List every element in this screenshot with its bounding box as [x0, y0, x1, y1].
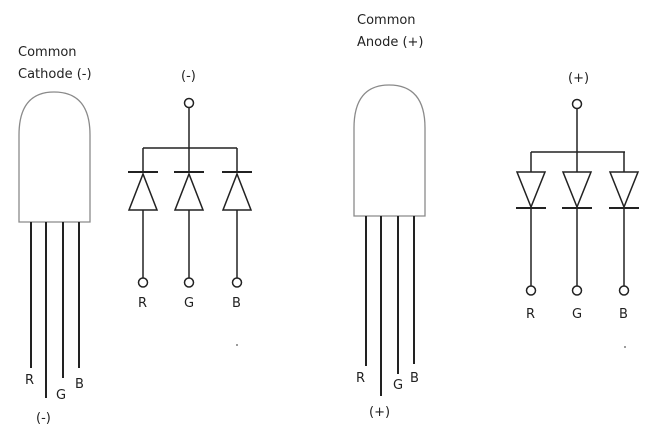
anode-pin-label-b: B	[410, 371, 419, 386]
anode-symbol-label-b: B	[619, 307, 628, 322]
anode-pin-label-common: (+)	[369, 405, 390, 420]
common-cathode-section: Common Cathode (-) R G B (-) (-) R	[18, 45, 253, 426]
cathode-led-body	[18, 91, 91, 223]
stray-dot	[624, 346, 626, 348]
cathode-diode-b: B	[221, 148, 253, 311]
anode-symbol-common-label: (+)	[568, 71, 589, 86]
stray-dot	[236, 344, 238, 346]
cathode-symbol-common-label: (-)	[181, 69, 196, 84]
anode-diode-r: R	[515, 152, 547, 322]
anode-symbol-label-r: R	[526, 307, 535, 322]
cathode-schematic: (-) R G	[127, 69, 253, 311]
cathode-terminal-b	[231, 277, 243, 288]
anode-pin-label-r: R	[356, 371, 365, 386]
anode-terminal-r	[525, 285, 537, 296]
anode-symbol-label-g: G	[572, 307, 582, 322]
cathode-diode-g: G	[173, 148, 205, 311]
cathode-symbol-label-g: G	[184, 296, 194, 311]
cathode-diode-r: R	[127, 148, 159, 311]
cathode-pin-label-g: G	[56, 388, 66, 403]
cathode-pin-label-r: R	[25, 373, 34, 388]
cathode-common-terminal	[183, 97, 195, 109]
cathode-terminal-r	[137, 277, 149, 288]
anode-terminal-b	[618, 285, 630, 296]
anode-common-terminal	[571, 98, 583, 110]
cathode-symbol-label-b: B	[232, 296, 241, 311]
cathode-symbol-label-r: R	[138, 296, 147, 311]
cathode-pin-label-b: B	[75, 377, 84, 392]
anode-terminal-g	[571, 285, 583, 296]
anode-led-body	[353, 84, 426, 217]
cathode-pin-label-common: (-)	[36, 411, 51, 426]
anode-title-line1: Common	[357, 13, 416, 28]
cathode-title-line2: Cathode (-)	[18, 67, 92, 82]
anode-diode-b: B	[608, 152, 640, 322]
anode-pin-label-g: G	[393, 378, 403, 393]
cathode-title-line1: Common	[18, 45, 77, 60]
cathode-terminal-g	[183, 277, 195, 288]
anode-schematic: (+) R G	[515, 71, 640, 322]
anode-title-line2: Anode (+)	[357, 35, 424, 50]
anode-diode-g: G	[561, 152, 593, 322]
common-anode-section: Common Anode (+) R G B (+) (+) R	[353, 13, 640, 420]
